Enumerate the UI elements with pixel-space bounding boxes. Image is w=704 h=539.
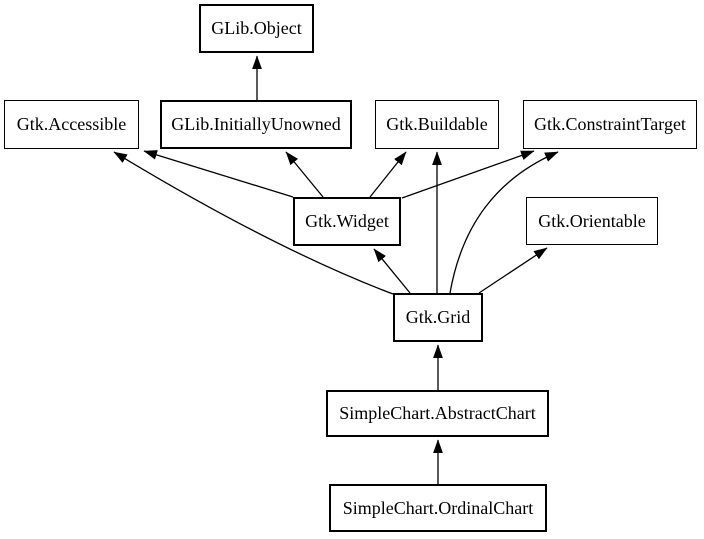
- edge-grid-to-orientable: [478, 247, 548, 294]
- node-gtk-grid[interactable]: Gtk.Grid: [393, 293, 483, 342]
- edge-grid-to-accessible: [113, 151, 394, 295]
- node-simplechart-ordinalchart[interactable]: SimpleChart.OrdinalChart: [329, 484, 547, 532]
- node-gtk-constrainttarget[interactable]: Gtk.ConstraintTarget: [523, 100, 697, 149]
- edge-grid-to-constrainttarget: [449, 151, 559, 294]
- edge-widget-to-accessible: [143, 150, 294, 198]
- edge-widget-to-buildable: [369, 151, 407, 198]
- edge-widget-to-initiallyunowned: [285, 151, 324, 198]
- node-simplechart-abstractchart[interactable]: SimpleChart.AbstractChart: [326, 390, 549, 437]
- node-gtk-widget[interactable]: Gtk.Widget: [293, 197, 401, 246]
- edge-grid-to-widget: [373, 248, 411, 294]
- node-glib-object[interactable]: GLib.Object: [199, 4, 314, 53]
- node-gtk-accessible[interactable]: Gtk.Accessible: [4, 100, 139, 149]
- node-gtk-orientable[interactable]: Gtk.Orientable: [526, 197, 658, 245]
- node-gtk-buildable[interactable]: Gtk.Buildable: [375, 100, 499, 149]
- node-glib-initiallyunowned[interactable]: GLib.InitiallyUnowned: [160, 100, 352, 149]
- edge-widget-to-constrainttarget: [401, 150, 535, 199]
